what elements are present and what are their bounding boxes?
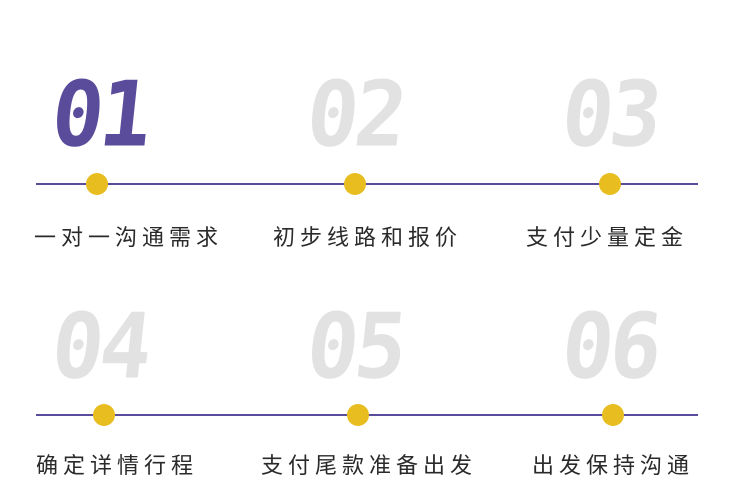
milestone-dot — [347, 404, 369, 426]
timeline-line — [36, 183, 698, 185]
milestone-dot — [86, 173, 108, 195]
milestone-dot — [602, 404, 624, 426]
step-03: 03 支付少量定金 — [510, 0, 710, 251]
step-number: 05 — [301, 294, 409, 400]
step-label: 支付少量定金 — [526, 226, 689, 251]
step-label: 出发保持沟通 — [532, 454, 695, 479]
milestone-dot — [344, 173, 366, 195]
step-06: 06 出发保持沟通 — [510, 232, 710, 480]
timeline-row-2: 04 确定详情行程 05 支付尾款准备出发 06 出发保持沟通 — [0, 232, 750, 480]
step-number: 04 — [46, 294, 154, 400]
step-number: 02 — [301, 62, 409, 168]
step-number: 01 — [46, 62, 154, 168]
step-number: 03 — [556, 62, 664, 168]
step-01: 01 一对一沟通需求 — [0, 0, 218, 251]
step-label: 确定详情行程 — [36, 454, 199, 479]
milestone-dot — [599, 173, 621, 195]
step-number: 06 — [556, 294, 664, 400]
milestone-dot — [93, 404, 115, 426]
step-label: 支付尾款准备出发 — [261, 454, 478, 479]
timeline-row-1: 01 一对一沟通需求 02 初步线路和报价 03 支付少量定金 — [0, 0, 750, 251]
step-label: 初步线路和报价 — [273, 226, 463, 251]
step-04: 04 确定详情行程 — [0, 232, 200, 480]
step-05: 05 支付尾款准备出发 — [255, 232, 472, 480]
step-02: 02 初步线路和报价 — [255, 0, 457, 251]
step-label: 一对一沟通需求 — [34, 226, 224, 251]
